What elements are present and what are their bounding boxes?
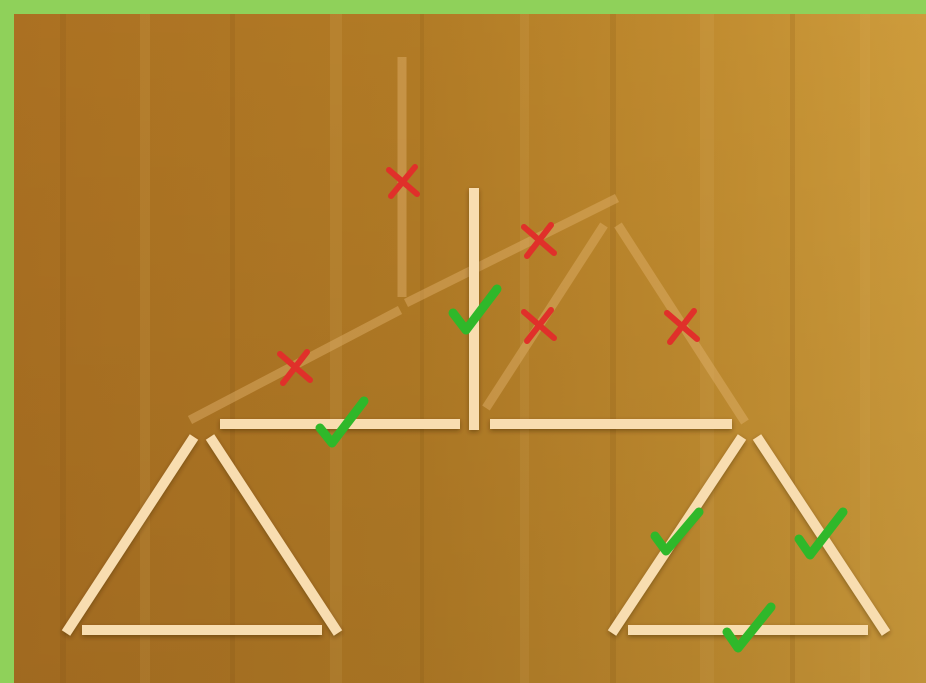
puzzle-canvas (14, 14, 926, 683)
wood-board (14, 14, 926, 683)
